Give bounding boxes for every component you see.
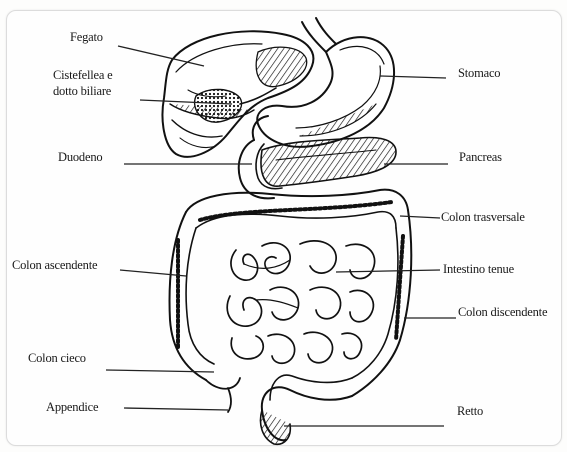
label-duodeno: Duodeno (58, 150, 102, 164)
pancreas (261, 138, 396, 187)
leader-colon-trasversale (400, 216, 440, 218)
label-pancreas: Pancreas (459, 150, 502, 164)
label-colon-discendente: Colon discendente (458, 305, 547, 319)
label-colon-ascendente: Colon ascendente (12, 258, 97, 272)
label-cistefellea-line1: Cistefellea e (53, 68, 113, 82)
leader-appendice (124, 408, 228, 410)
label-fegato: Fegato (70, 30, 103, 44)
large-intestine (170, 190, 412, 445)
label-appendice: Appendice (46, 400, 98, 414)
leader-intestino-tenue (336, 270, 440, 272)
appendix (228, 388, 231, 412)
label-stomaco: Stomaco (458, 66, 500, 80)
label-colon-cieco: Colon cieco (28, 351, 86, 365)
label-cistefellea-line2: dotto biliare (53, 84, 111, 98)
small-intestine (227, 241, 374, 363)
label-retto: Retto (457, 404, 483, 418)
label-intestino-tenue: Intestino tenue (443, 262, 514, 276)
label-colon-trasversale: Colon trasversale (441, 210, 525, 224)
leader-colon-cieco (106, 370, 214, 372)
